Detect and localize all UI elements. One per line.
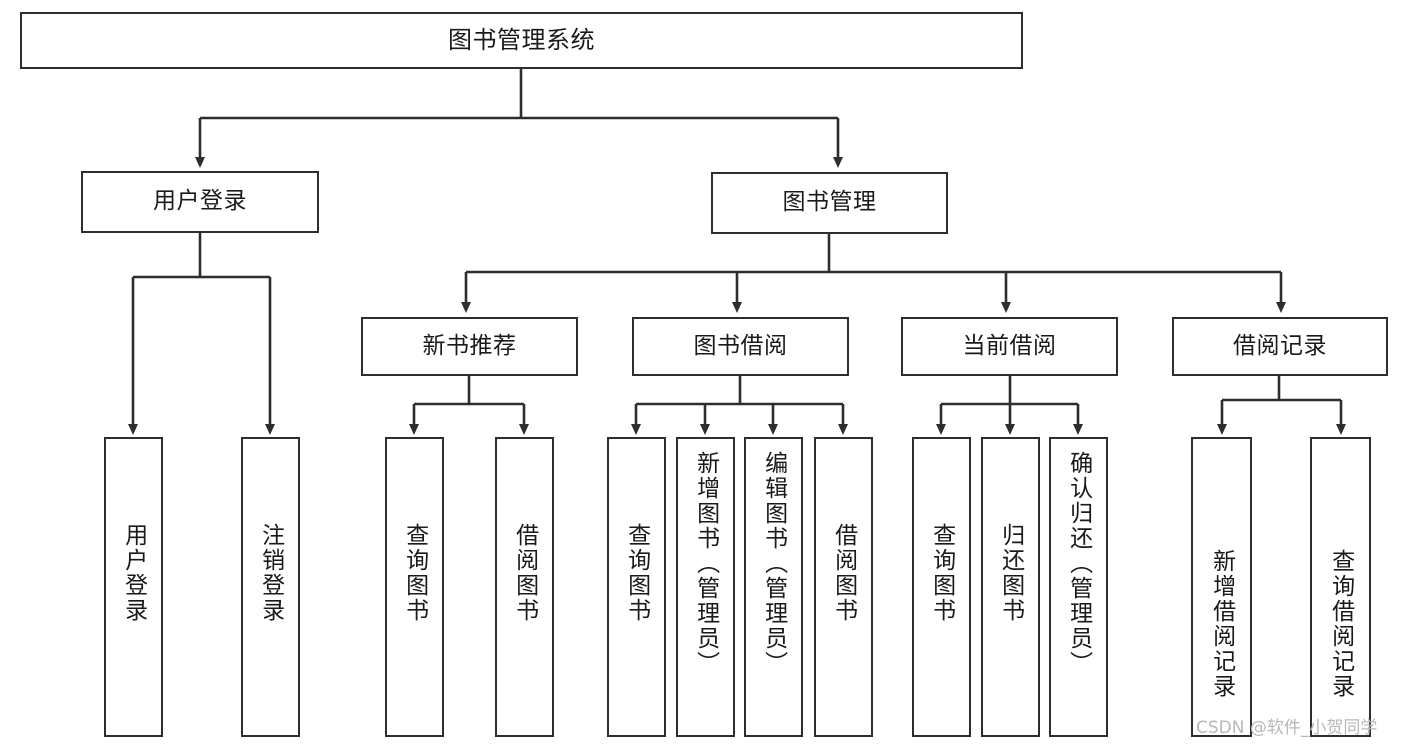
node-label: 新增图书（管理员） [692, 451, 719, 676]
node-root-system[interactable]: 图书管理系统 [20, 12, 1023, 69]
leaf-query-borrow-record[interactable]: 查询借阅记录 [1310, 437, 1371, 737]
leaf-query-book-current[interactable]: 查询图书 [912, 437, 971, 737]
node-label: 查询借阅记录 [1327, 549, 1354, 699]
node-label: 图书管理 [782, 189, 877, 216]
node-label: 用户登录 [120, 523, 147, 623]
leaf-query-book-borrow[interactable]: 查询图书 [607, 437, 666, 737]
node-borrow-record[interactable]: 借阅记录 [1172, 317, 1388, 376]
node-label: 新增借阅记录 [1208, 549, 1235, 699]
leaf-edit-book-admin[interactable]: 编辑图书（管理员） [744, 437, 803, 737]
leaf-add-borrow-record[interactable]: 新增借阅记录 [1191, 437, 1252, 737]
leaf-return-book[interactable]: 归还图书 [981, 437, 1040, 737]
node-label: 用户登录 [153, 188, 247, 215]
node-label: 注销登录 [257, 523, 284, 623]
leaf-add-book-admin[interactable]: 新增图书（管理员） [676, 437, 735, 737]
node-new-book-recommend[interactable]: 新书推荐 [361, 317, 578, 376]
node-label: 新书推荐 [422, 332, 517, 359]
node-label: 查询图书 [401, 523, 428, 623]
csdn-watermark: CSDN @软件_小贺同学 [1196, 718, 1378, 738]
leaf-logout[interactable]: 注销登录 [241, 437, 300, 737]
leaf-confirm-return-admin[interactable]: 确认归还（管理员） [1049, 437, 1108, 737]
node-current-borrow[interactable]: 当前借阅 [901, 317, 1118, 376]
node-label: 图书管理系统 [448, 26, 595, 55]
leaf-user-login[interactable]: 用户登录 [104, 437, 163, 737]
node-label: 查询图书 [623, 523, 650, 623]
node-label: 查询图书 [928, 523, 955, 623]
node-label: 借阅记录 [1233, 332, 1327, 359]
leaf-query-book-recommend[interactable]: 查询图书 [385, 437, 444, 737]
node-label: 借阅图书 [511, 523, 538, 623]
node-label: 确认归还（管理员） [1065, 451, 1092, 676]
node-label: 编辑图书（管理员） [760, 451, 787, 676]
node-book-manage[interactable]: 图书管理 [711, 172, 948, 234]
leaf-borrow-book-borrow[interactable]: 借阅图书 [814, 437, 873, 737]
node-label: 当前借阅 [962, 332, 1057, 359]
leaf-borrow-book-recommend[interactable]: 借阅图书 [495, 437, 554, 737]
node-label: 借阅图书 [830, 523, 857, 623]
node-label: 归还图书 [997, 523, 1024, 623]
node-label: 图书借阅 [693, 332, 788, 359]
node-book-borrow[interactable]: 图书借阅 [632, 317, 849, 376]
node-user-login[interactable]: 用户登录 [81, 171, 319, 233]
